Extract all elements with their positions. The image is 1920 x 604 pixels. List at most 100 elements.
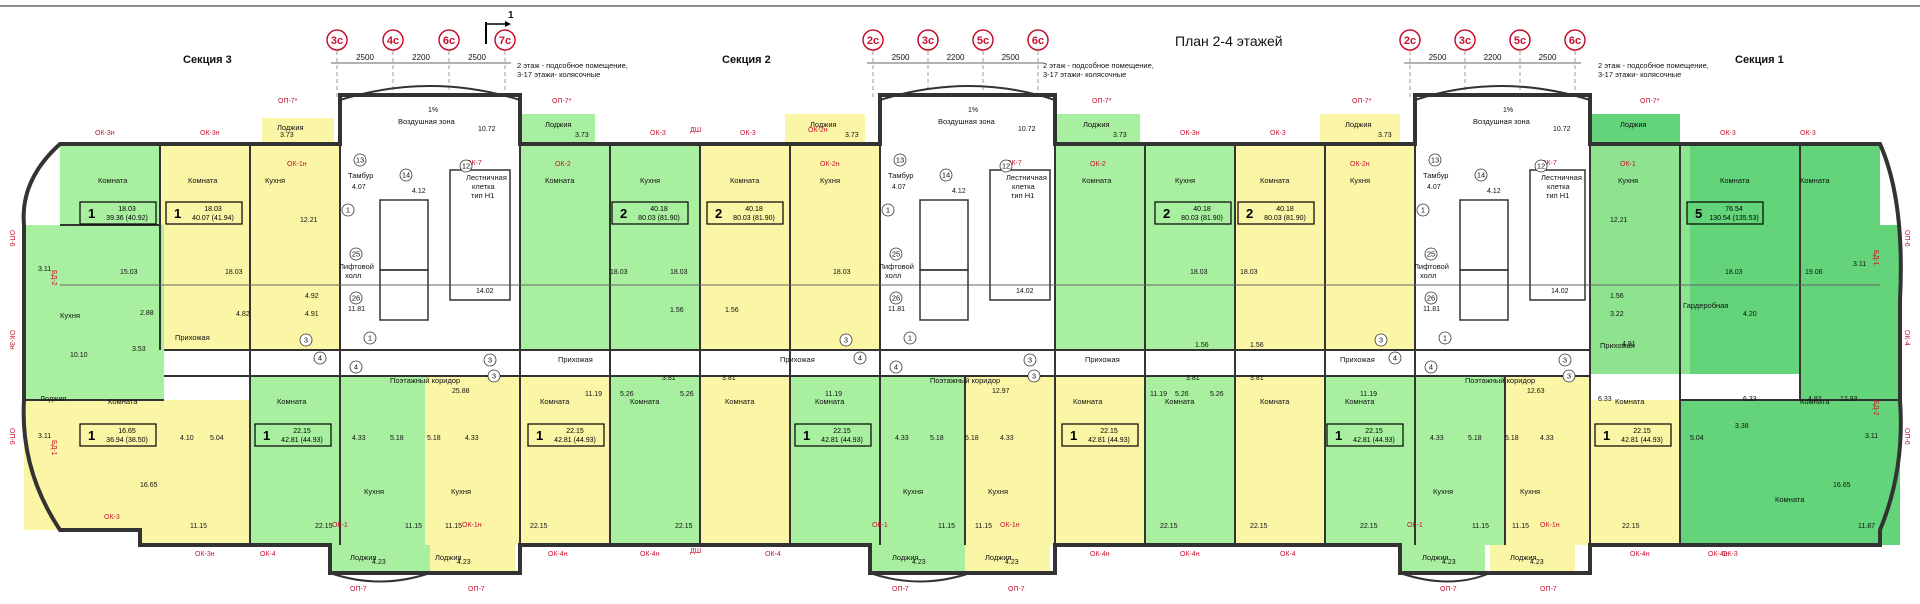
apartment-living-area: 18.03 [204, 206, 222, 213]
apartment-total-area: 42.81 (44.93) [821, 437, 863, 444]
apartment-living-area: 16.65 [118, 428, 136, 435]
room-area: 4.23 [1442, 559, 1456, 566]
axis-label: 6с [1569, 35, 1581, 47]
note-line-1: 2 этаж - подсобное помещение, [517, 61, 628, 70]
reference-circle [349, 360, 363, 374]
window-mark: ОП-7* [1092, 98, 1112, 105]
vestibule-label: Тамбур [348, 171, 373, 180]
apartment-rooms-count: 1 [536, 428, 543, 443]
window-mark: ОК-1 [1620, 161, 1636, 168]
room-area: 4.23 [457, 559, 471, 566]
apartment-rooms-count: 2 [715, 206, 722, 221]
air-zone-label: Воздушная зона [398, 117, 456, 126]
room-label-room: Комната [815, 397, 845, 406]
window-mark: ДШ [690, 548, 701, 555]
dimension-value: 2500 [468, 53, 486, 62]
room-area: 4.82 [236, 311, 250, 318]
apartment-living-area: 40.18 [745, 206, 763, 213]
room-area: 1.56 [1250, 342, 1264, 349]
room-area: 15.03 [120, 269, 138, 276]
reference-circle [1562, 369, 1576, 383]
reference-number: 14 [942, 171, 950, 180]
window-mark: ОК-2н [1350, 161, 1370, 168]
apartment-total-area: 42.81 (44.93) [1353, 437, 1395, 444]
apartment-rooms-count: 1 [1070, 428, 1077, 443]
window-mark: ОК-1н [287, 161, 307, 168]
reference-number: 3 [488, 356, 492, 365]
room-area: 4.20 [1743, 311, 1757, 318]
room-area: 22.15 [1160, 523, 1178, 530]
apartment-badge [527, 423, 605, 447]
axis-label: 6с [1032, 35, 1044, 47]
room-area: 4.33 [1540, 435, 1554, 442]
axis-circle [1454, 29, 1476, 51]
reference-number: 13 [1431, 156, 1439, 165]
reference-circle [349, 247, 363, 261]
reference-circle [1424, 247, 1438, 261]
window-mark: ОК-1 [872, 522, 888, 529]
room-area: 16.65 [140, 482, 158, 489]
reference-circle [1027, 369, 1041, 383]
reference-number: 3 [1028, 356, 1032, 365]
side-mark: БД-2 [1872, 400, 1879, 416]
room-area: 11.15 [975, 523, 992, 530]
stair-label-2: клетка [1547, 182, 1571, 191]
stair-label-1: Лестничная [1006, 173, 1047, 182]
room-area: 22.15 [1622, 523, 1640, 530]
window-mark: ОК-1 [1407, 522, 1423, 529]
room-area: 18.03 [1240, 269, 1258, 276]
room-area: 18.03 [833, 269, 851, 276]
room-area: 3.11 [38, 266, 51, 273]
section-3-title: Секция 3 [183, 54, 232, 66]
vestibule-label: Тамбур [1423, 171, 1448, 180]
room-area: 22.15 [1360, 523, 1378, 530]
room-label-loggia: Лоджия [1083, 120, 1110, 129]
dimension-value: 2500 [356, 53, 374, 62]
room-area: 1.56 [1195, 342, 1209, 349]
room-area: 3.81 [722, 375, 736, 382]
window-mark-ok7: ОК-7 [466, 160, 482, 167]
room-area: 1.56 [1610, 293, 1624, 300]
section-1-title: Секция 1 [1735, 54, 1784, 66]
apartment-rooms-count: 1 [1603, 428, 1610, 443]
reference-circle [1474, 168, 1488, 182]
stair-label-2: клетка [472, 182, 496, 191]
room-area: 18.03 [610, 269, 628, 276]
apartment-badge [1237, 201, 1315, 225]
apartment-rooms-count: 1 [1335, 428, 1342, 443]
dimension-value: 2200 [412, 53, 430, 62]
reference-circle [341, 203, 355, 217]
window-mark: ОК-2н [808, 127, 828, 134]
apartment-living-area: 18.03 [118, 206, 136, 213]
room-area: 3.81 [1186, 375, 1200, 382]
axis-circle [382, 29, 404, 51]
side-mark: БД-1 [1872, 250, 1879, 266]
room-area: 22.15 [1250, 523, 1268, 530]
room-area: 4.10 [180, 435, 194, 442]
reference-number: 1 [346, 206, 350, 215]
building-body [21, 85, 1903, 583]
apartment-total-area: 39.36 (40.92) [106, 215, 148, 222]
room-area: 19.06 [1805, 269, 1823, 276]
corridor-area: 12.97 [992, 388, 1010, 395]
window-mark: ОК-2н [820, 161, 840, 168]
section-2-title: Секция 2 [722, 54, 771, 66]
window-mark: ОК-1 [332, 522, 348, 529]
reference-number: 4 [858, 354, 862, 363]
room-area: 11.19 [825, 391, 842, 398]
reference-circle [399, 168, 413, 182]
apartment-total-area: 36.94 (38.50) [106, 437, 148, 444]
axis-label: 6с [443, 35, 455, 47]
side-mark: ОП-6 [8, 428, 15, 445]
reference-circle [1424, 360, 1438, 374]
lift-hall-area: 11.81 [348, 306, 365, 313]
room-area: 1.56 [725, 307, 739, 314]
dimension-value: 2500 [1539, 53, 1557, 62]
reference-circle [363, 331, 377, 345]
dimension-value: 2500 [1002, 53, 1020, 62]
apartment-total-area: 80.03 (81.90) [1264, 215, 1306, 222]
room-area: 5.18 [390, 435, 404, 442]
reference-number: 1 [368, 334, 372, 343]
window-mark: ОП-7 [1008, 586, 1025, 593]
